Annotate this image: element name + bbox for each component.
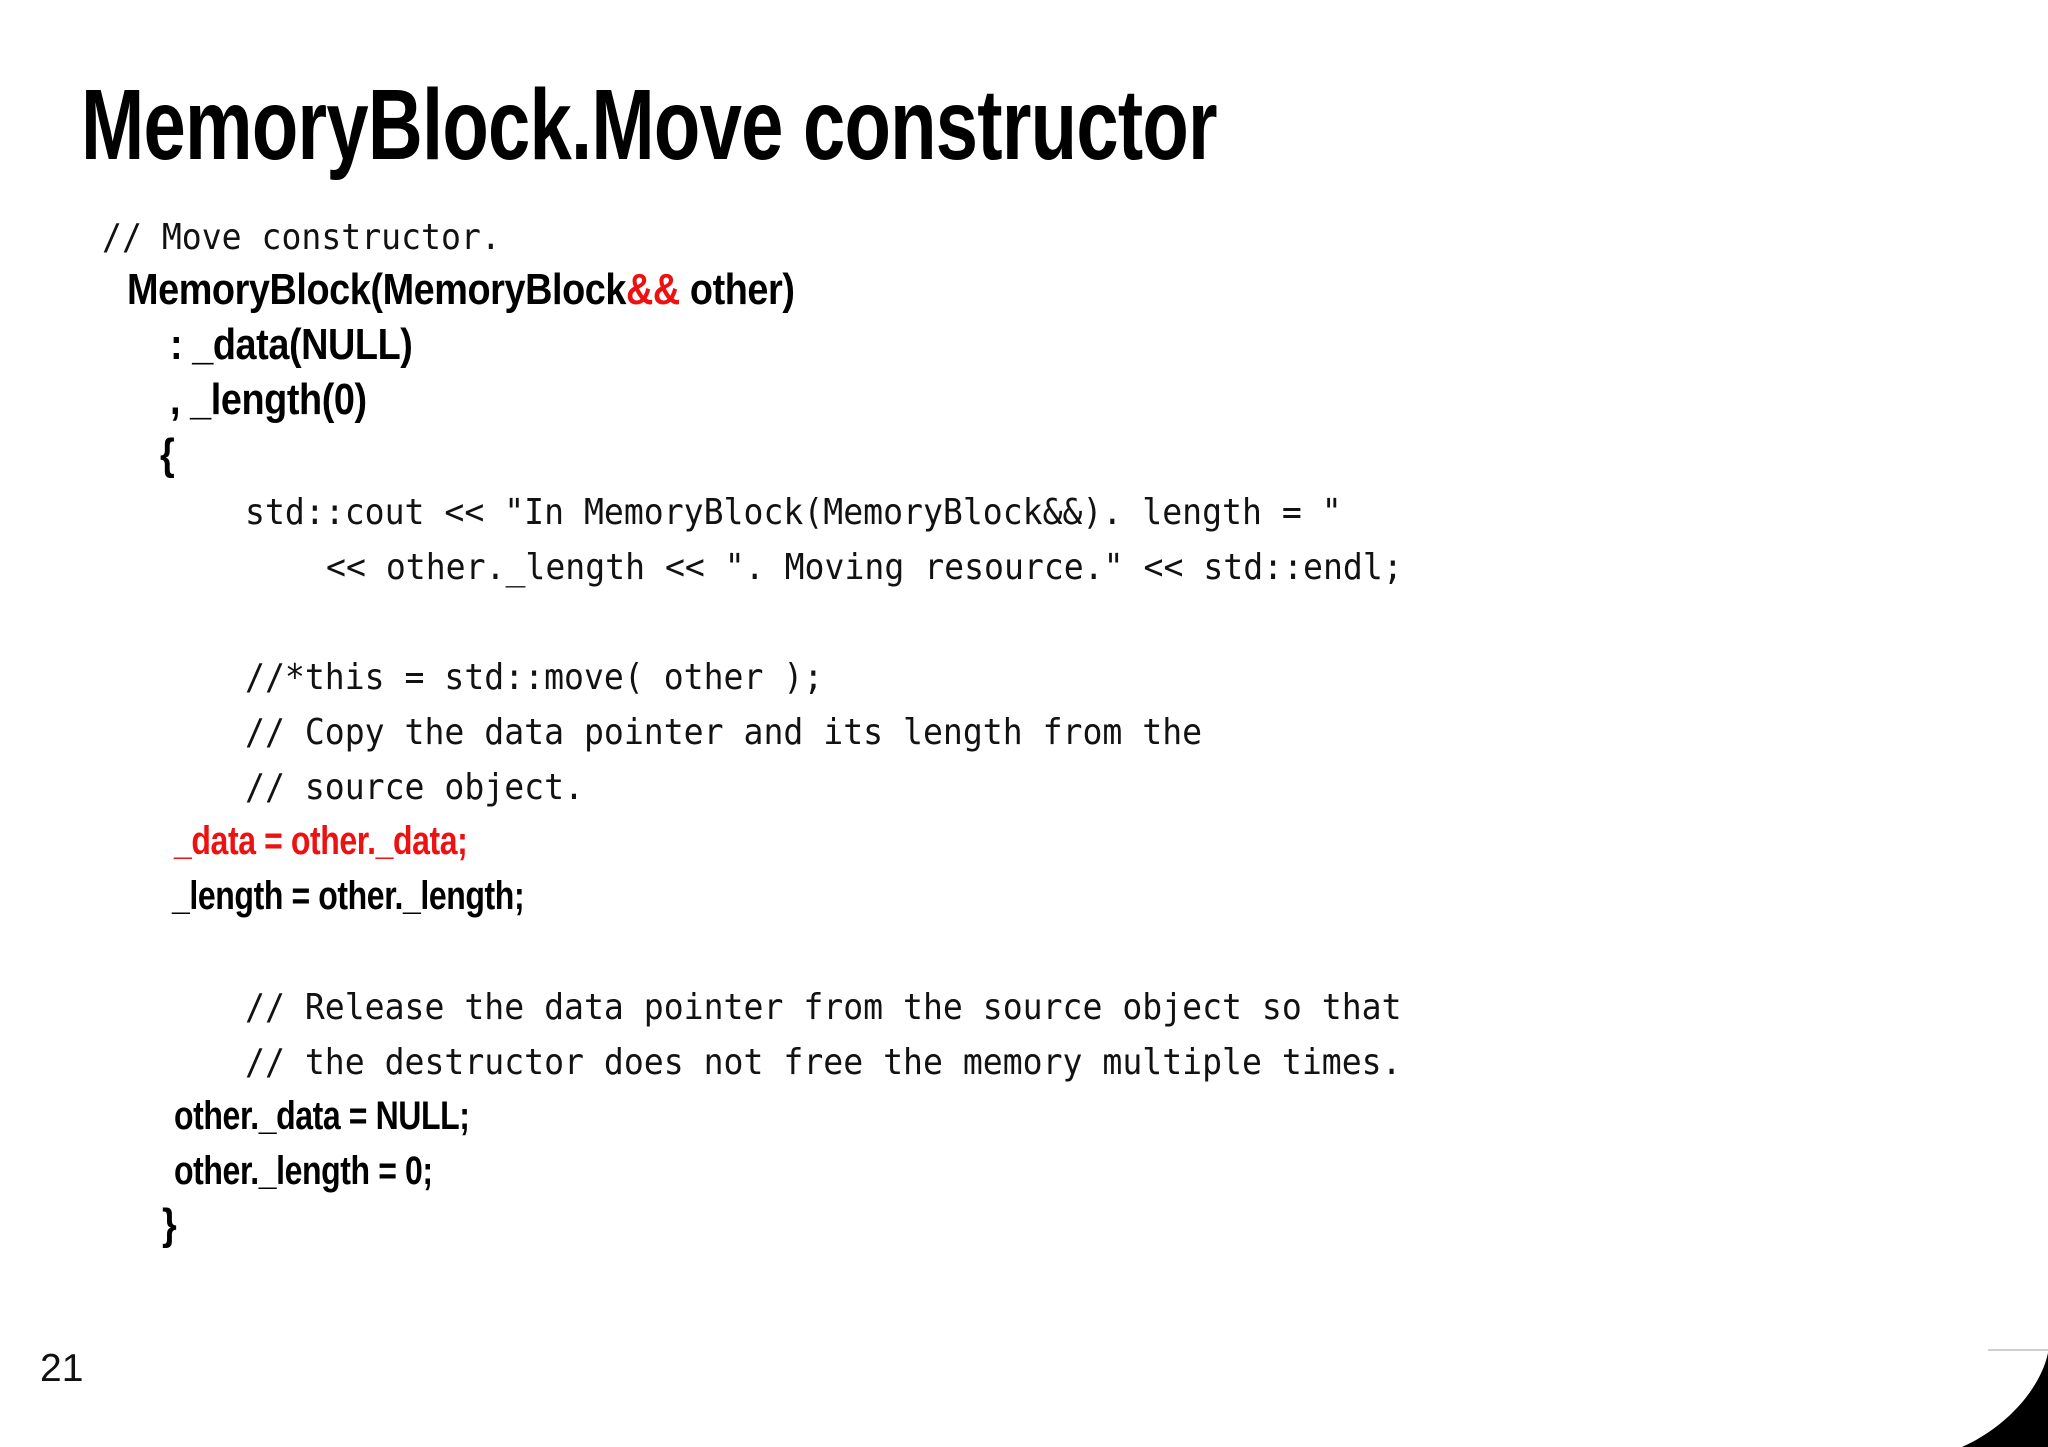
code-line-open-brace: { xyxy=(160,433,177,477)
code-line-assign-data: _data = other._data; xyxy=(174,821,541,861)
code-text: _data = other._data; xyxy=(174,819,468,863)
code-text: // source object. xyxy=(245,767,584,808)
code-line-init-data: : _data(NULL) xyxy=(170,323,452,367)
code-line-comment-source-object: // source object. xyxy=(245,770,613,806)
code-text: std::cout << "In MemoryBlock(MemoryBlock… xyxy=(245,492,1342,533)
code-text: // the destructor does not free the memo… xyxy=(245,1042,1402,1083)
code-line-zero-other-length: other._length = 0; xyxy=(174,1151,497,1191)
rvalue-ref-token: && xyxy=(626,265,680,314)
code-line-constructor-signature: MemoryBlock(MemoryBlock&& other) xyxy=(127,268,903,312)
slide-title: MemoryBlock.Move constructor xyxy=(81,69,1218,181)
code-text: //*this = std::move( other ); xyxy=(245,657,824,698)
code-text: // Copy the data pointer and its length … xyxy=(245,712,1203,753)
code-text: << other._length << ". Moving resource."… xyxy=(326,547,1403,588)
code-line-close-brace: } xyxy=(162,1203,179,1247)
code-line-comment-copy: // Copy the data pointer and its length … xyxy=(245,715,1285,751)
code-text: MemoryBlock(MemoryBlock&& other) xyxy=(127,268,795,312)
code-text: // Release the data pointer from the sou… xyxy=(245,987,1402,1028)
code-line-cout-continuation: << other._length << ". Moving resource."… xyxy=(326,550,1496,586)
page-curl-shadow xyxy=(1988,1349,2048,1351)
code-line-comment-destructor: // the destructor does not free the memo… xyxy=(245,1045,1502,1081)
code-line-init-length: , _length(0) xyxy=(170,378,399,422)
code-line-null-other-data: other._data = NULL; xyxy=(174,1096,543,1136)
signature-part: other) xyxy=(679,265,795,314)
page-number: 21 xyxy=(40,1347,84,1390)
code-text: other._data = NULL; xyxy=(174,1094,470,1138)
code-text: other._length = 0; xyxy=(174,1149,433,1193)
code-line-comment-release: // Release the data pointer from the sou… xyxy=(245,990,1502,1026)
signature-part: MemoryBlock(MemoryBlock xyxy=(127,265,627,314)
code-text: } xyxy=(162,1200,177,1249)
code-text: : _data(NULL) xyxy=(170,320,413,369)
code-text: _length = other._length; xyxy=(172,874,525,918)
code-line-assign-length: _length = other._length; xyxy=(172,876,612,916)
code-text: , _length(0) xyxy=(170,375,367,424)
code-line-comment-move-constructor: // Move constructor. xyxy=(102,220,535,256)
code-text: // Move constructor. xyxy=(102,217,501,258)
code-line-comment-move-call: //*this = std::move( other ); xyxy=(245,660,874,696)
page-curl-icon xyxy=(1962,1353,2048,1447)
code-line-cout: std::cout << "In MemoryBlock(MemoryBlock… xyxy=(245,495,1437,531)
code-text: { xyxy=(160,430,175,479)
